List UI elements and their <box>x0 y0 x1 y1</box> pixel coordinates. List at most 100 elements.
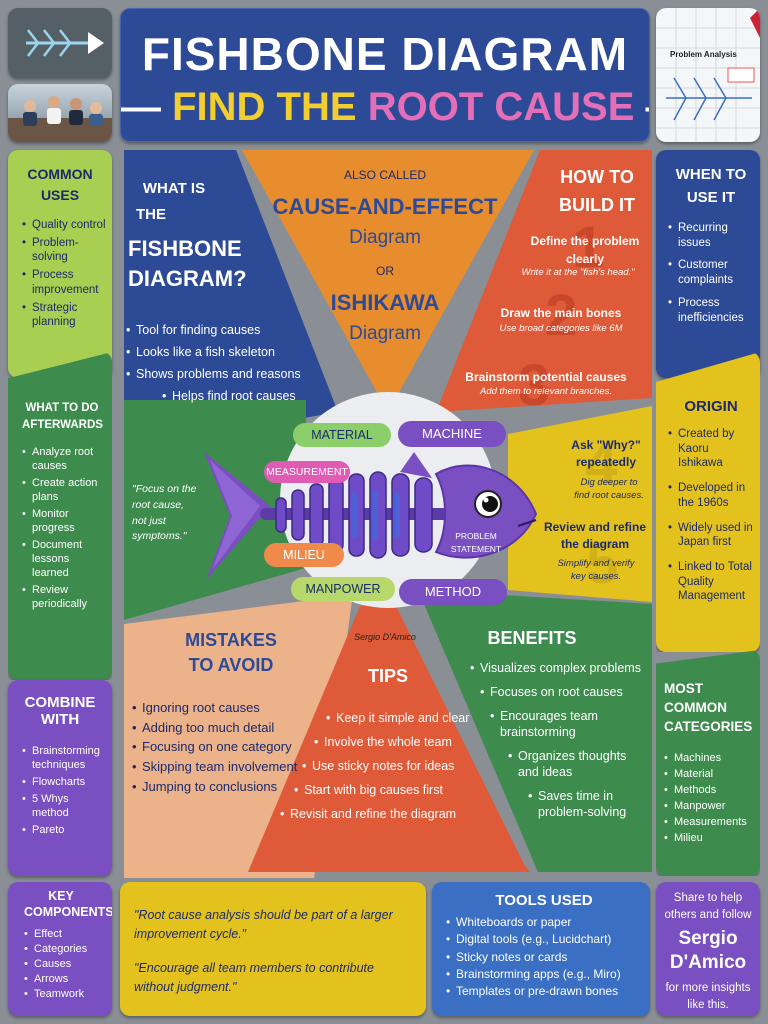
list-item: Involve the whole team <box>314 734 478 750</box>
category-pill-measurement[interactable]: MEASUREMENT <box>264 461 350 483</box>
category-pill-machine[interactable]: MACHINE <box>398 421 506 447</box>
afterwards-heading: WHAT TO DO AFTERWARDS <box>22 402 103 432</box>
when-to-use-panel: WHEN TO USE IT Recurring issues Customer… <box>656 150 760 378</box>
category-pill-manpower[interactable]: MANPOWER <box>291 577 395 601</box>
signature: Sergio D'Amico <box>354 632 416 642</box>
step-title: Brainstorm potential causes <box>465 370 627 384</box>
categories-heading: MOST COMMON CATEGORIES <box>664 681 753 734</box>
category-pill-method[interactable]: METHOD <box>399 579 507 605</box>
when-heading-2: USE IT <box>686 188 736 206</box>
step-title: Define the problem clearly <box>530 234 640 266</box>
list-item: Templates or pre-drawn bones <box>446 984 642 1000</box>
categories-panel: MOST COMMON CATEGORIES Machines Material… <box>656 650 760 876</box>
share-line1: Share to help others and follow <box>664 892 752 922</box>
list-item: Process improvement <box>22 268 106 297</box>
step-number: 2 <box>545 283 578 348</box>
also-called-wedge <box>242 150 534 412</box>
step-number: 3 <box>518 353 551 418</box>
list-item: Recurring issues <box>668 221 754 250</box>
list-item: Shows problems and reasons <box>126 366 326 382</box>
what-is-list: Tool for finding causes Looks like a fis… <box>126 322 326 407</box>
or-word: OR <box>376 264 394 278</box>
list-item: Analyze root causes <box>22 445 106 473</box>
share-panel[interactable]: Share to help others and follow Sergio D… <box>656 882 760 1016</box>
common-uses-panel: COMMON USES Quality control Problem-solv… <box>8 150 112 378</box>
list-item: Problem-solving <box>22 236 106 265</box>
subtitle-dash-left: — <box>121 85 161 129</box>
author-name-2[interactable]: D'Amico <box>669 952 747 974</box>
list-item: Focuses on root causes <box>480 684 650 700</box>
focus-wedge <box>124 400 306 620</box>
list-item: Focusing on one category <box>132 739 302 756</box>
what-is-heading-4: DIAGRAM? <box>128 266 247 291</box>
step-desc: Use broad categories like 6M <box>499 323 623 334</box>
list-item: Skipping team involvement <box>132 759 302 776</box>
list-item: Sticky notes or cards <box>446 950 642 966</box>
step-number: 4 <box>585 431 618 496</box>
list-item: Developed in the 1960s <box>668 481 754 510</box>
what-is-heading-1: WHAT IS <box>142 180 206 197</box>
list-item: Tool for finding causes <box>126 322 326 338</box>
origin-panel: ORIGIN Created by Kaoru Ishikawa Develop… <box>656 352 760 652</box>
category-pill-material[interactable]: MATERIAL <box>293 423 391 447</box>
combine-heading-2: WITH <box>40 711 80 728</box>
list-item: Monitor progress <box>22 507 106 535</box>
list-item: Start with big causes first <box>294 782 478 798</box>
subtitle-dash-right: — <box>646 85 650 129</box>
list-item: Linked to Total Quality Management <box>668 560 754 604</box>
what-is-heading-2: THE <box>136 206 166 223</box>
problem-statement-label: PROBLEM STATEMENT <box>450 531 502 554</box>
list-item: Visualizes complex problems <box>470 660 650 676</box>
common-uses-heading: COMMON USES <box>27 166 93 203</box>
list-item: Strategic planning <box>22 301 106 330</box>
key-components-panel: KEY COMPONENTS Effect Categories Causes … <box>8 882 112 1016</box>
quote-2: "Encourage all team members to contribut… <box>134 960 374 995</box>
list-item: Keep it simple and clear <box>326 710 478 726</box>
tools-heading: TOOLS USED <box>495 892 593 909</box>
subtitle-part-b: ROOT CAUSE <box>367 85 635 129</box>
logo-tile <box>8 8 112 78</box>
also-called-label: ALSO CALLED <box>343 168 427 182</box>
list-item: Use sticky notes for ideas <box>302 758 478 774</box>
name-cause-effect: CAUSE-AND-EFFECT <box>272 194 498 219</box>
list-item: Document lessons learned <box>22 538 106 580</box>
meeting-photo <box>8 84 112 142</box>
when-heading-1: WHEN TO <box>675 166 747 183</box>
title-banner: FISHBONE DIAGRAM — FIND THE ROOT CAUSE — <box>120 8 650 142</box>
share-line2: for more insights like this. <box>665 981 751 1012</box>
list-item: Saves time in problem-solving <box>528 788 638 820</box>
step-title: Draw the main bones <box>500 306 622 320</box>
benefits-list: Visualizes complex problems Focuses on r… <box>470 660 650 823</box>
step-number: 1 <box>572 215 605 280</box>
category-pill-milieu[interactable]: MILIEU <box>264 543 344 567</box>
mistakes-list: Ignoring root causes Adding too much det… <box>132 700 302 798</box>
how-heading-1: HOW TO <box>560 167 634 187</box>
step-desc: Add them to relevant branches. <box>479 386 613 397</box>
list-item: Digital tools (e.g., Lucidchart) <box>446 932 642 948</box>
list-item: Widely used in Japan first <box>668 521 754 550</box>
name-ishikawa: ISHIKAWA <box>330 290 440 315</box>
list-item: Material <box>664 767 754 781</box>
list-item: Encourages team brainstorming <box>490 708 630 740</box>
benefits-heading: BENEFITS <box>487 628 577 648</box>
list-item: Helps find root causes <box>162 388 326 404</box>
quote-1: "Root cause analysis should be part of a… <box>134 908 393 942</box>
list-item: Methods <box>664 783 754 797</box>
diagram-word-1: Diagram <box>349 227 421 248</box>
list-item: Jumping to conclusions <box>132 779 302 796</box>
list-item: Created by Kaoru Ishikawa <box>668 427 754 471</box>
list-item: Process inefficiencies <box>668 296 754 325</box>
quotes-panel: "Root cause analysis should be part of a… <box>120 882 426 1016</box>
list-item: Create action plans <box>22 476 106 504</box>
list-item: Arrows <box>24 972 106 986</box>
mistakes-heading-1: MISTAKES <box>185 630 277 650</box>
how-to-wedge <box>436 150 652 412</box>
author-name-1[interactable]: Sergio <box>678 927 738 949</box>
list-item: Measurements <box>664 815 754 829</box>
ask-why-title: Ask "Why?" repeatedly <box>571 438 641 469</box>
ask-why-desc: Dig deeper to find root causes. <box>574 477 644 502</box>
diagram-word-2: Diagram <box>349 323 421 344</box>
combine-with-panel: COMBINE WITH Brainstorming techniques Fl… <box>8 680 112 876</box>
list-item: 5 Whys method <box>22 792 106 820</box>
mistakes-heading-2: TO AVOID <box>188 655 274 675</box>
